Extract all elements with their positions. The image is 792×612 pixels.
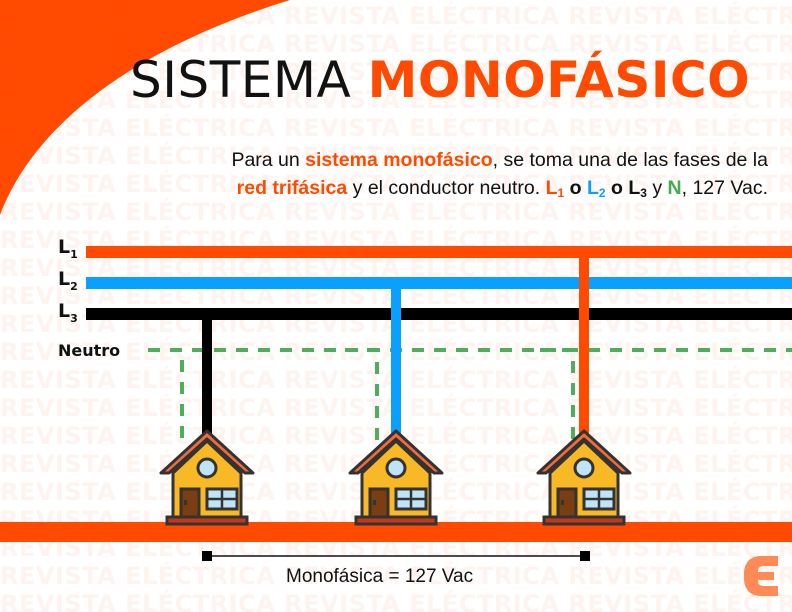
measurement-label: Monofásica = 127 Vac [286,566,474,587]
title-plain: SISTEMA [130,51,352,109]
description-text: Para un sistema monofásico, se toma una … [231,146,768,207]
phase-l3-ref: L3 [628,177,647,200]
house-icon-1 [159,429,255,526]
label-l2: L2 [58,268,78,293]
measurement-endpoint-left [202,551,212,561]
phase-l2-conductor [86,277,792,289]
house-icon-2 [348,429,444,526]
phase-l2-ref: L2 [586,177,606,200]
phase-l1-ref: L1 [545,177,565,200]
house-icon-3 [536,429,632,526]
label-l3: L3 [58,300,78,325]
label-l1: L1 [58,236,78,261]
description-line-2: red trifásica y el conductor neutro. L1 … [236,177,768,200]
l3-drop-house-1 [202,314,212,436]
description-line-1: Para un sistema monofásico, se toma una … [231,149,768,171]
measurement-endpoint-right [580,551,590,561]
page-title: SISTEMA MONOFÁSICO [130,50,750,110]
ground-bar [0,522,792,542]
neutral-drop-house-1 [148,348,184,440]
l1-drop-house-3 [579,252,589,436]
phase-l1-conductor [86,246,792,258]
l2-drop-house-2 [391,283,401,436]
neutral-ref: N [667,177,682,199]
brand-logo-icon [744,556,778,596]
title-accent: MONOFÁSICO [367,51,751,109]
neutral-drop-house-3 [540,348,575,440]
neutral-drop-house-2 [345,348,379,440]
label-neutro: Neutro [58,341,121,360]
phase-l3-conductor [86,308,792,320]
